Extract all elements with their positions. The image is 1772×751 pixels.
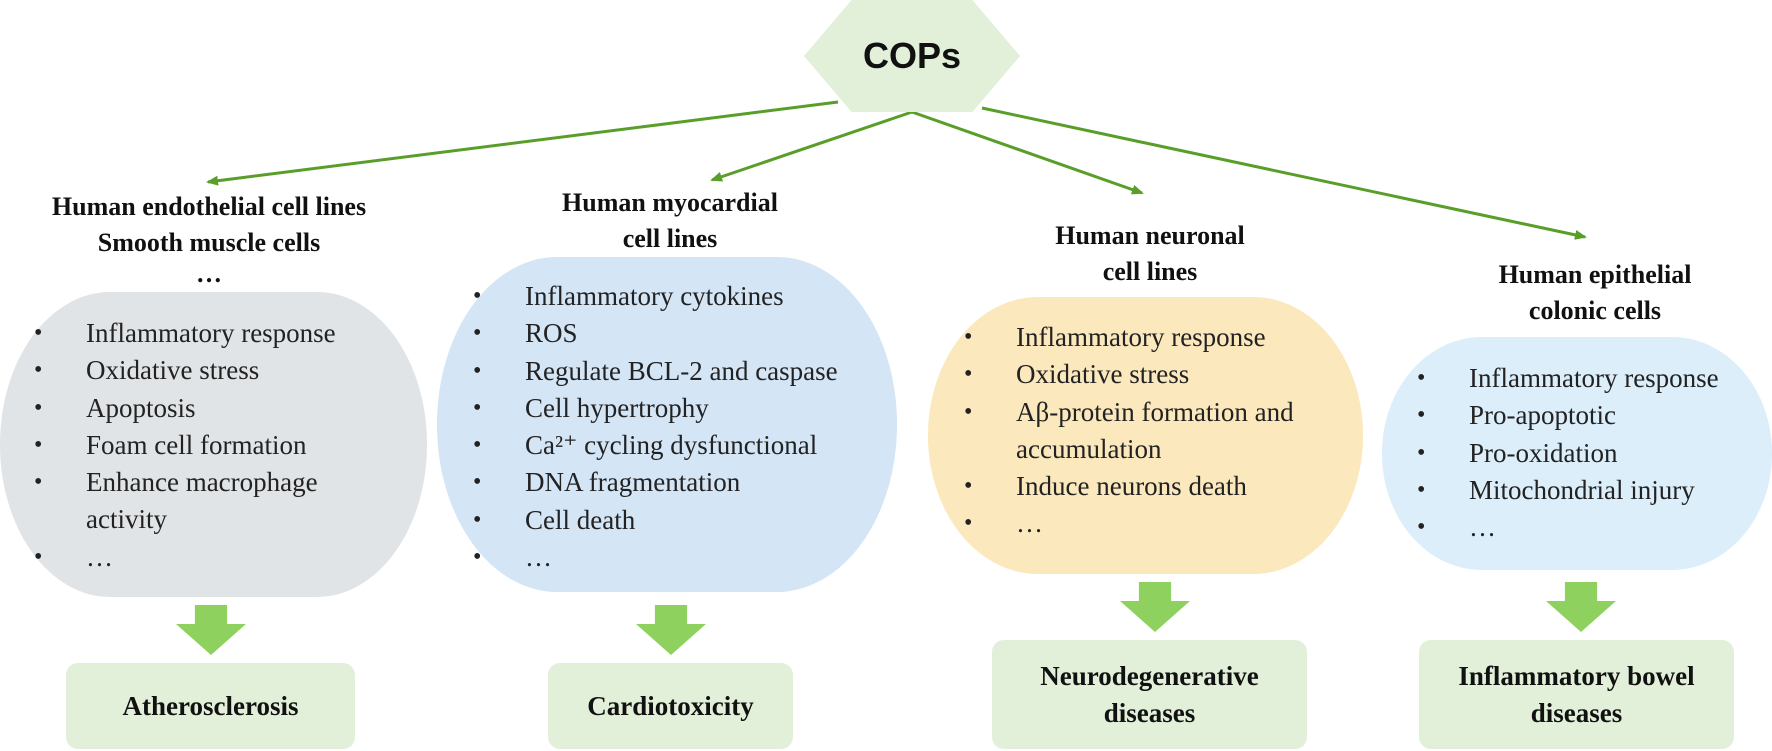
effects-bubble-myocardial: Inflammatory cytokines ROS Regulate BCL-… (437, 257, 897, 592)
heading-line: Human epithelial (1498, 260, 1692, 289)
effect-item: Aβ-protein formation and accumulation (964, 394, 1356, 469)
effect-item: ROS (473, 315, 897, 353)
heading-line: cell lines (622, 224, 718, 253)
effect-item: Foam cell formation (34, 427, 427, 465)
heading-line: Smooth muscle cells (97, 228, 321, 257)
effect-item: Inflammatory response (34, 315, 427, 353)
effects-list: Inflammatory response Oxidative stress A… (34, 315, 427, 576)
branch-heading-epithelial: Human epithelial colonic cells (1445, 257, 1745, 329)
branch-heading-endothelial: Human endothelial cell lines Smooth musc… (0, 189, 418, 287)
outcome-label: Inflammatory bowel diseases (1458, 660, 1695, 728)
outcome-label: Neurodegenerative diseases (1040, 660, 1259, 728)
effect-item: DNA fragmentation (473, 464, 897, 502)
effect-item: Inflammatory cytokines (473, 278, 897, 316)
effect-item: Inflammatory response (964, 319, 1363, 357)
outcome-neurodegenerative: Neurodegenerative diseases (992, 640, 1307, 749)
effect-item: … (473, 539, 897, 577)
effect-item: Enhance macrophage activity (34, 464, 386, 539)
heading-line: cell lines (1102, 257, 1198, 286)
effect-item: Pro-apoptotic (1417, 397, 1772, 435)
effects-list: Inflammatory response Pro-apoptotic Pro-… (1417, 360, 1772, 547)
effect-item: Cell death (473, 502, 897, 540)
effect-item: Oxidative stress (964, 356, 1363, 394)
heading-line: Human neuronal (1055, 221, 1245, 250)
effect-item: Cell hypertrophy (473, 390, 897, 428)
effects-list: Inflammatory cytokines ROS Regulate BCL-… (473, 278, 897, 577)
effect-item: Ca²⁺ cycling dysfunctional (473, 427, 897, 465)
effects-bubble-epithelial: Inflammatory response Pro-apoptotic Pro-… (1382, 337, 1772, 570)
effect-item: … (34, 539, 427, 577)
heading-line: Human myocardial (562, 188, 778, 217)
cops-label: COPs (862, 35, 962, 76)
branch-heading-neuronal: Human neuronal cell lines (1000, 218, 1300, 290)
effect-item: Inflammatory response (1417, 360, 1772, 398)
effects-bubble-endothelial: Inflammatory response Oxidative stress A… (0, 292, 427, 597)
heading-line: … (196, 259, 222, 288)
outcome-cardiotoxicity: Cardiotoxicity (548, 663, 793, 749)
outcome-atherosclerosis: Atherosclerosis (66, 663, 355, 749)
effect-item: … (1417, 509, 1772, 547)
heading-line: Human endothelial cell lines (51, 192, 367, 221)
effect-item: Regulate BCL-2 and caspase (473, 353, 897, 391)
effect-item: Pro-oxidation (1417, 435, 1772, 473)
effect-item: … (964, 505, 1363, 543)
effect-item: Oxidative stress (34, 352, 427, 390)
arrow-to-myocardial (710, 110, 913, 182)
effects-list: Inflammatory response Oxidative stress A… (964, 319, 1363, 543)
effects-bubble-neuronal: Inflammatory response Oxidative stress A… (928, 297, 1363, 574)
heading-line: colonic cells (1528, 296, 1662, 325)
cops-node: COPs (804, 0, 1020, 112)
arrow-to-neuronal (911, 110, 1144, 195)
outcome-inflammatory-bowel: Inflammatory bowel diseases (1419, 640, 1734, 749)
arrow-to-endothelial (206, 100, 839, 186)
arrow-to-epithelial (981, 106, 1587, 240)
branch-heading-myocardial: Human myocardial cell lines (520, 185, 820, 257)
effect-item: Mitochondrial injury (1417, 472, 1772, 510)
effect-item: Induce neurons death (964, 468, 1363, 506)
effect-item: Apoptosis (34, 390, 427, 428)
